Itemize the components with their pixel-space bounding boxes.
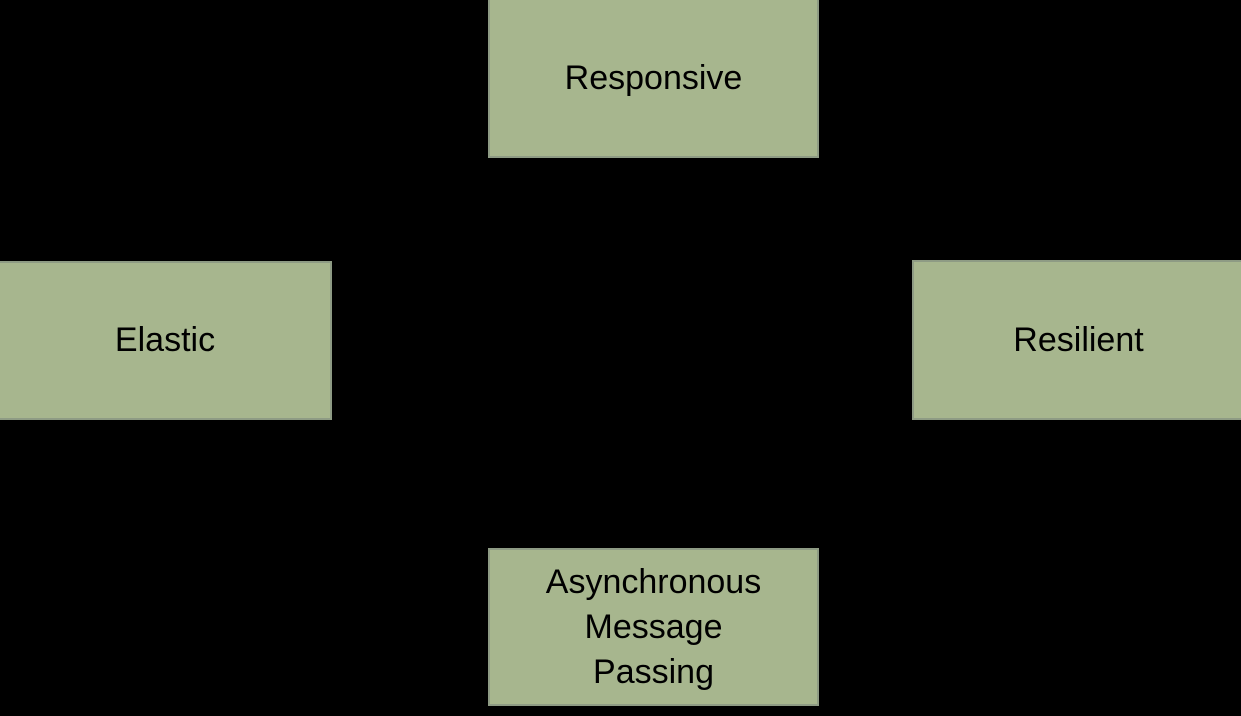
node-asynchronous-message-passing[interactable]: Asynchronous Message Passing bbox=[488, 548, 819, 706]
connector-responsive-resilient bbox=[818, 79, 1078, 262]
node-elastic[interactable]: Elastic bbox=[0, 261, 332, 420]
connector-async-resilient bbox=[818, 418, 1078, 629]
node-elastic-label: Elastic bbox=[114, 321, 216, 359]
node-responsive[interactable]: Responsive bbox=[488, 0, 819, 158]
connector-elastic-async bbox=[165, 418, 489, 629]
node-resilient[interactable]: Resilient bbox=[912, 260, 1241, 420]
connector-elastic-responsive bbox=[165, 79, 489, 263]
node-responsive-label: Responsive bbox=[564, 58, 743, 97]
node-resilient-label: Resilient bbox=[1013, 320, 1144, 359]
node-asynchronous-message-passing-label: Asynchronous Message Passing bbox=[545, 562, 762, 691]
